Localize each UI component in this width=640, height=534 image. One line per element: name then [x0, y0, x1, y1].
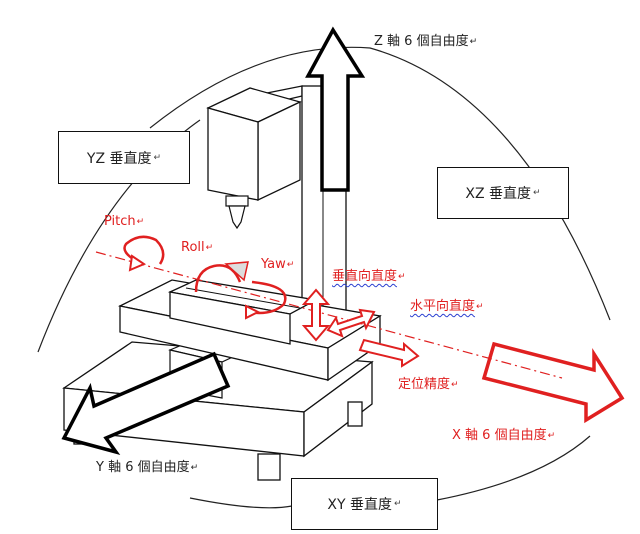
yaw-rotation-arrow	[247, 280, 287, 315]
outer-arc-bottom	[189, 497, 293, 509]
yaw-arrowhead	[245, 304, 261, 320]
pitch-rotation-arrow	[123, 235, 165, 265]
return-mark-icon: ↵	[205, 243, 214, 253]
x-axis-centerline	[95, 251, 563, 379]
return-mark-icon: ↵	[533, 188, 541, 198]
workpiece-front	[169, 291, 291, 345]
return-mark-icon: ↵	[286, 260, 295, 270]
return-mark-icon: ↵	[394, 499, 402, 509]
positioning-accuracy-arrow	[358, 338, 420, 368]
return-mark-icon: ↵	[153, 152, 162, 163]
xy-perpendicularity-box: XY 垂直度↵	[291, 478, 438, 530]
base-leg-right	[347, 401, 363, 427]
return-mark-icon: ↵	[547, 431, 556, 441]
return-mark-icon: ↵	[451, 380, 459, 390]
return-mark-icon: ↵	[469, 37, 478, 47]
roll-label: Roll↵	[181, 240, 214, 255]
horizontal-straightness-arrow	[326, 308, 376, 338]
outer-arc-right	[436, 435, 591, 501]
yz-perpendicularity-box: YZ 垂直度↵	[58, 131, 190, 184]
xz-perpendicularity-label: XZ 垂直度	[465, 186, 532, 202]
xy-perpendicularity-label: XY 垂直度	[327, 497, 393, 513]
base-side	[303, 360, 373, 458]
vertical-straightness-arrow	[301, 288, 331, 342]
z-axis-arrow	[305, 26, 366, 192]
z-axis-label: Z 軸 6 個自由度↵	[374, 34, 478, 49]
spindle-head-front	[207, 107, 259, 201]
return-mark-icon: ↵	[398, 272, 406, 282]
base-leg-front	[257, 453, 281, 481]
pitch-label: Pitch↵	[104, 214, 145, 229]
yaw-label: Yaw↵	[261, 257, 295, 272]
horizontal-straightness-label: 水平向直度↵	[410, 299, 484, 314]
roll-arrowhead	[224, 261, 249, 282]
positioning-accuracy-label: 定位精度↵	[398, 377, 459, 392]
x-axis-label: X 軸 6 個自由度↵	[452, 428, 556, 443]
spindle-collar	[225, 195, 249, 207]
return-mark-icon: ↵	[190, 463, 199, 473]
return-mark-icon: ↵	[136, 217, 145, 227]
pitch-arrowhead	[128, 254, 147, 272]
spindle-tool	[228, 205, 246, 230]
workpiece-slot	[185, 287, 301, 309]
vertical-straightness-label: 垂直向直度↵	[332, 269, 406, 284]
xz-perpendicularity-box: XZ 垂直度↵	[437, 167, 569, 219]
y-axis-label: Y 軸 6 個自由度↵	[96, 460, 199, 475]
x-axis-arrow	[481, 341, 625, 424]
yz-perpendicularity-label: YZ 垂直度	[86, 150, 152, 167]
return-mark-icon: ↵	[476, 302, 484, 312]
y-axis-arrow	[61, 351, 231, 455]
